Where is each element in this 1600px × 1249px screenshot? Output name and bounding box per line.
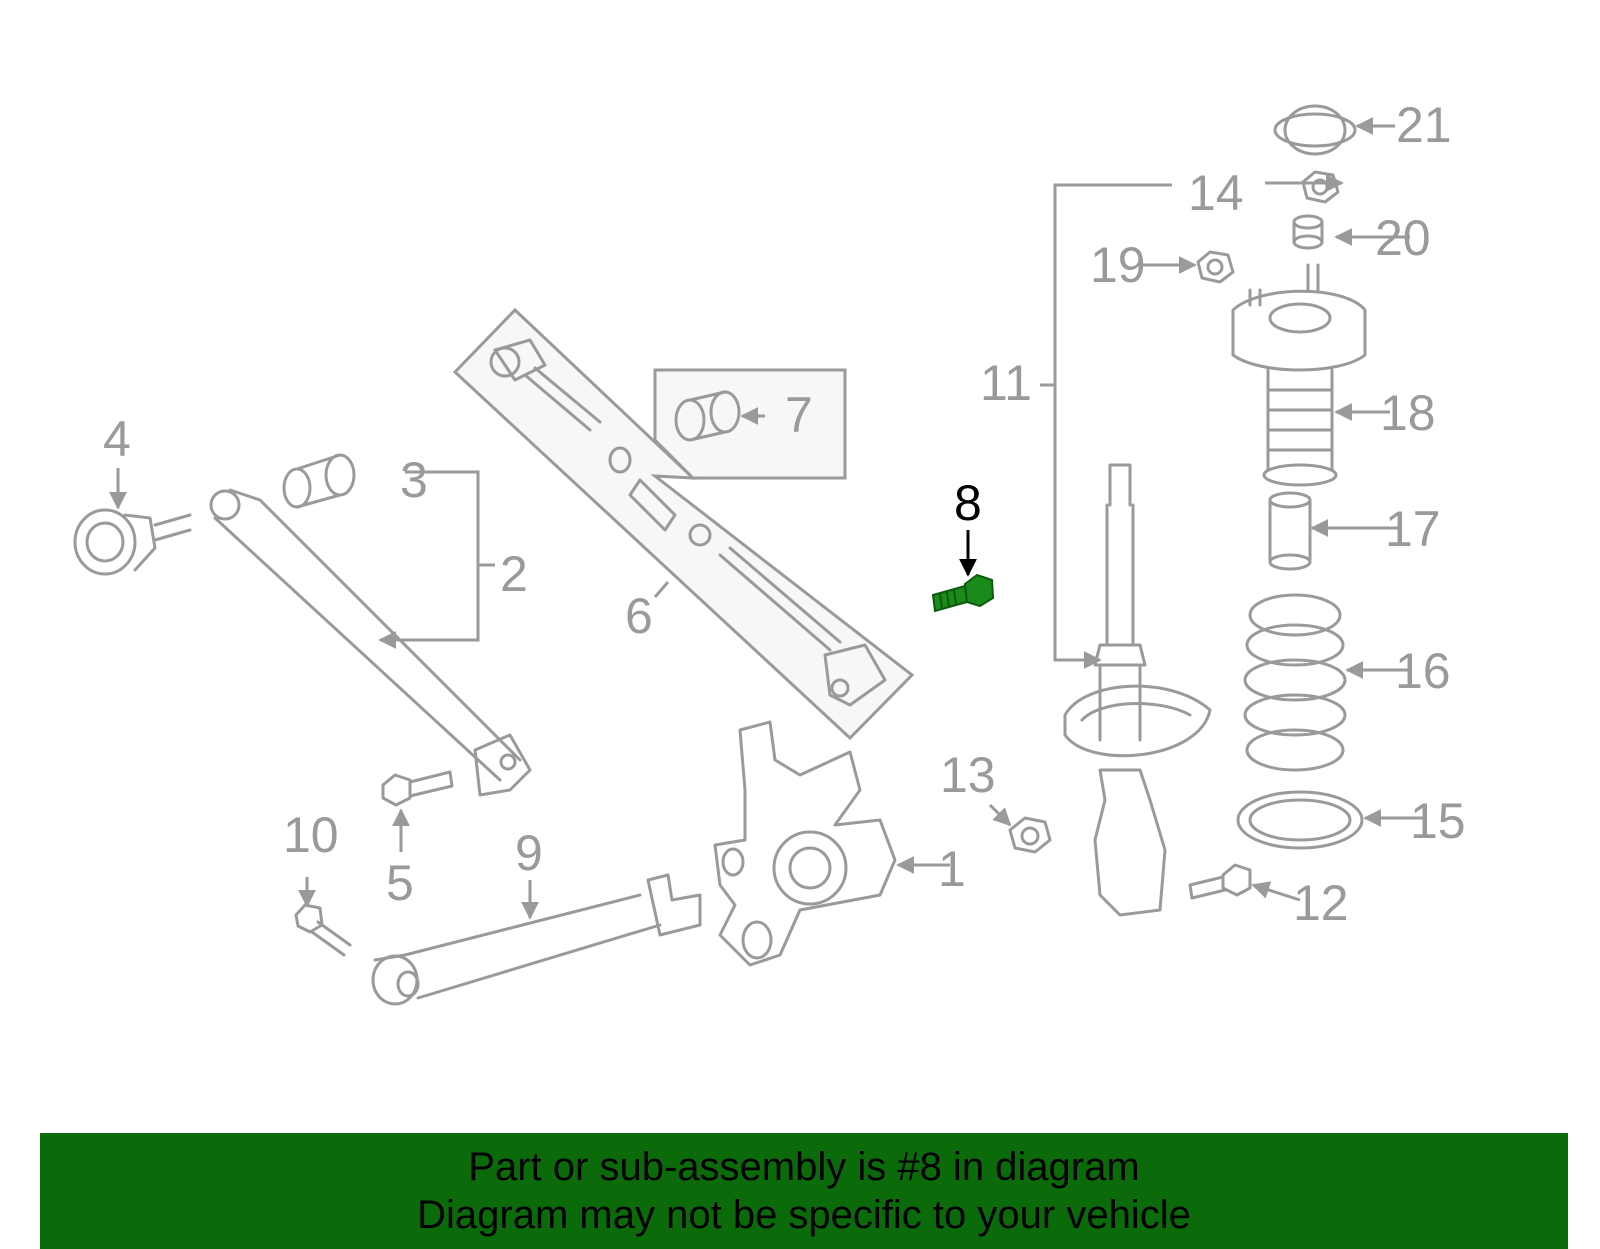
part-19-nut: [1196, 250, 1235, 284]
callout-labels: 1 2 3 4 5 6 7 8 9 10 11 12 13 14 15 16 1…: [103, 97, 1466, 931]
callout-8: 8: [954, 475, 982, 531]
callout-4: 4: [103, 411, 131, 467]
part-16-spring: [1243, 593, 1347, 772]
callout-11: 11: [980, 355, 1032, 411]
callout-6: 6: [625, 588, 653, 644]
callout-5: 5: [386, 855, 414, 911]
part-3-bushing: [282, 453, 356, 509]
part-17-bumpstop: [1268, 491, 1312, 571]
callout-19: 19: [1090, 237, 1146, 293]
part-18-mount: [1231, 263, 1367, 487]
part-10-bolt: [294, 903, 352, 957]
callout-17: 17: [1385, 501, 1441, 557]
callout-10: 10: [283, 807, 339, 863]
part-15-seat: [1236, 790, 1364, 850]
part-7-bushing: [653, 368, 847, 480]
callout-12: 12: [1293, 875, 1349, 931]
callout-3: 3: [400, 452, 428, 508]
part-14-nut: [1301, 170, 1340, 204]
callout-7: 7: [785, 387, 813, 443]
part-1-knuckle: [713, 720, 897, 967]
leader-lines: [109, 117, 1425, 920]
callout-2: 2: [500, 546, 528, 602]
callout-20: 20: [1375, 210, 1431, 266]
part-5-bolt: [381, 770, 454, 807]
part-8-bolt: [931, 573, 995, 613]
part-11-strut: [1063, 463, 1212, 917]
info-banner: Part or sub-assembly is #8 in diagram Di…: [40, 1133, 1568, 1249]
part-13-nut: [1008, 816, 1052, 854]
part-9-link: [371, 873, 702, 1006]
callout-9: 9: [515, 825, 543, 881]
banner-line-2: Diagram may not be specific to your vehi…: [417, 1193, 1191, 1237]
part-21-cap: [1273, 104, 1357, 156]
part-20-spacer: [1292, 214, 1324, 250]
callout-21: 21: [1396, 97, 1452, 153]
callout-16: 16: [1395, 643, 1451, 699]
part-6-rod-assembly: [452, 307, 915, 741]
part-4-bushing-pin: [73, 508, 192, 576]
callout-1: 1: [938, 841, 966, 897]
part-2-lateral-link: [209, 488, 532, 797]
callout-18: 18: [1380, 385, 1436, 441]
banner-line-1: Part or sub-assembly is #8 in diagram: [468, 1145, 1140, 1189]
part-12-bolt: [1188, 863, 1252, 900]
callout-14: 14: [1188, 165, 1244, 221]
callout-15: 15: [1410, 793, 1466, 849]
callout-13: 13: [940, 747, 996, 803]
